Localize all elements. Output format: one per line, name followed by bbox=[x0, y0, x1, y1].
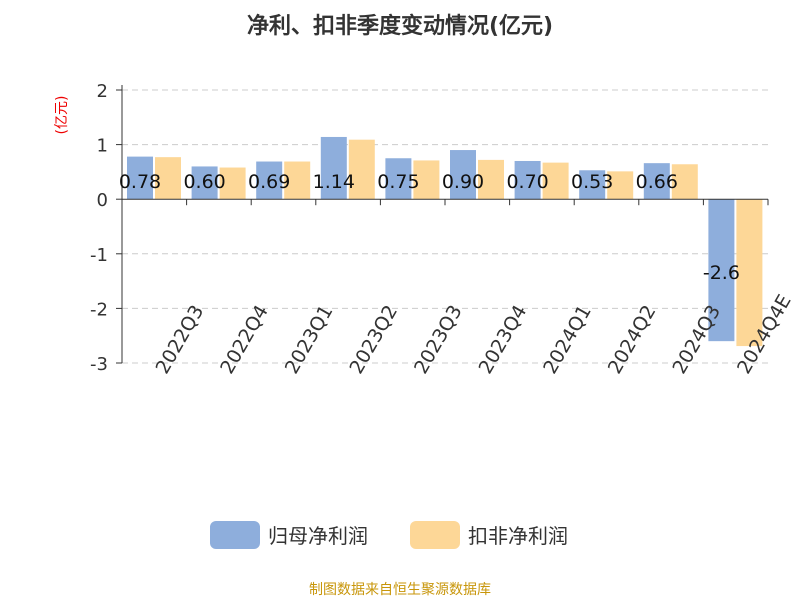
x-tick-label: 2023Q1 bbox=[281, 301, 338, 377]
x-tick-label: 2022Q3 bbox=[152, 301, 209, 377]
data-label: 0.75 bbox=[377, 171, 419, 193]
bar-net-profit bbox=[579, 170, 606, 200]
bar-net-profit bbox=[708, 199, 735, 342]
x-tick-label: 2024Q1 bbox=[539, 301, 596, 377]
data-label: -2.6 bbox=[703, 262, 740, 284]
x-tick-label: 2023Q4 bbox=[475, 301, 532, 377]
data-label: 0.66 bbox=[636, 171, 678, 193]
legend-label: 扣非净利润 bbox=[468, 524, 568, 548]
x-tick-label: 2022Q4 bbox=[216, 301, 273, 377]
data-label: 0.70 bbox=[506, 171, 548, 193]
bar-deducted-profit bbox=[671, 164, 698, 200]
data-label: 0.53 bbox=[571, 171, 613, 193]
y-tick-label: 1 bbox=[97, 136, 108, 157]
chart-title: 净利、扣非季度变动情况(亿元) bbox=[247, 13, 553, 39]
x-tick-label: 2023Q3 bbox=[410, 301, 467, 377]
bar-net-profit bbox=[256, 161, 283, 200]
legend-swatch bbox=[210, 521, 260, 549]
bar-net-profit bbox=[450, 150, 476, 200]
bar-net-profit bbox=[191, 166, 218, 200]
bar-deducted-profit bbox=[413, 160, 440, 200]
y-axis-label: (亿元) bbox=[54, 96, 70, 135]
x-tick-label: 2024Q2 bbox=[604, 301, 661, 377]
y-tick-label: 0 bbox=[97, 190, 108, 211]
y-tick-label: -2 bbox=[90, 299, 108, 320]
data-label: 0.60 bbox=[183, 171, 225, 193]
bar-deducted-profit bbox=[219, 167, 246, 200]
legend-swatch bbox=[410, 521, 460, 549]
bar-net-profit bbox=[643, 163, 670, 200]
bar-deducted-profit bbox=[542, 162, 569, 200]
data-label: 0.78 bbox=[119, 171, 161, 193]
bar-deducted-profit bbox=[155, 157, 181, 200]
y-tick-label: -1 bbox=[90, 245, 108, 266]
bar-deducted-profit bbox=[348, 139, 375, 200]
y-tick-label: 2 bbox=[97, 81, 108, 102]
bar-net-profit bbox=[127, 156, 153, 200]
bar-net-profit bbox=[320, 136, 347, 200]
source-note: 制图数据来自恒生聚源数据库 bbox=[309, 582, 491, 598]
legend-label: 归母净利润 bbox=[268, 524, 368, 548]
bar-deducted-profit bbox=[736, 199, 763, 347]
bar-deducted-profit bbox=[284, 161, 311, 200]
data-label: 1.14 bbox=[313, 171, 355, 193]
bar-net-profit bbox=[514, 160, 541, 200]
data-label: 0.90 bbox=[442, 171, 484, 193]
data-label: 0.69 bbox=[248, 171, 290, 193]
y-tick-label: -3 bbox=[90, 354, 108, 375]
bar-deducted-profit bbox=[607, 171, 634, 200]
x-tick-label: 2023Q2 bbox=[345, 301, 402, 377]
bar-deducted-profit bbox=[478, 159, 504, 200]
bar-net-profit bbox=[385, 158, 412, 200]
